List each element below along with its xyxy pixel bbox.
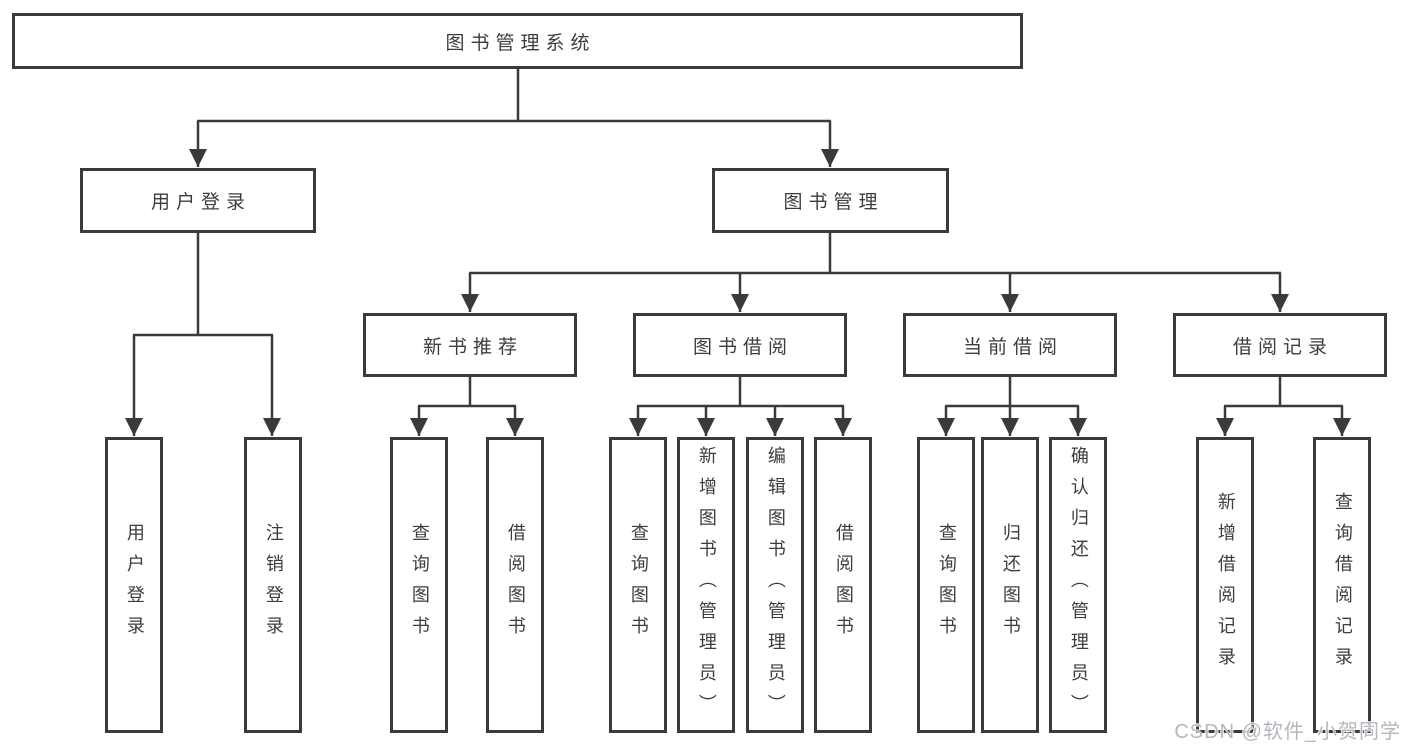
leaf-query-books-borrow: 查询图书	[609, 437, 667, 733]
leaf-confirm-return-admin: 确认归还（管理员）	[1049, 437, 1107, 733]
leaf-logout-label: 注销登录	[263, 523, 284, 647]
leaf-add-borrow-record-label: 新增借阅记录	[1215, 492, 1236, 678]
node-new-book-recommend-label: 新书推荐	[422, 336, 523, 358]
leaf-query-borrow-record: 查询借阅记录	[1313, 437, 1371, 733]
node-current-borrow-label: 当前借阅	[962, 336, 1063, 358]
leaf-borrow-books: 借阅图书	[814, 437, 872, 733]
node-book-management: 图书管理	[712, 168, 949, 233]
node-user-login-label: 用户登录	[150, 192, 251, 213]
arrow-drops	[125, 121, 1351, 436]
node-borrow-records-label: 借阅记录	[1232, 336, 1333, 358]
node-current-borrow: 当前借阅	[903, 313, 1117, 377]
leaf-confirm-return-admin-label: 确认归还（管理员）	[1068, 445, 1089, 725]
node-new-book-recommend: 新书推荐	[363, 313, 577, 377]
leaf-query-books-recommend: 查询图书	[390, 437, 448, 733]
node-library-system: 图书管理系统	[12, 13, 1023, 69]
node-book-management-label: 图书管理	[783, 192, 884, 213]
leaf-return-books-label: 归还图书	[1000, 523, 1021, 647]
node-borrow-records: 借阅记录	[1173, 313, 1387, 377]
node-book-borrow-label: 图书借阅	[692, 336, 793, 358]
leaf-borrow-books-label: 借阅图书	[833, 523, 854, 647]
leaf-query-books-current: 查询图书	[917, 437, 975, 733]
leaf-logout: 注销登录	[244, 437, 302, 733]
leaf-borrow-books-recommend-label: 借阅图书	[505, 523, 526, 647]
watermark-text: CSDN @软件_小贺同学	[1174, 721, 1401, 743]
leaf-add-borrow-record: 新增借阅记录	[1196, 437, 1254, 733]
node-book-borrow: 图书借阅	[633, 313, 847, 377]
leaf-query-books-current-label: 查询图书	[936, 523, 957, 647]
leaf-borrow-books-recommend: 借阅图书	[486, 437, 544, 733]
leaf-add-books-admin: 新增图书（管理员）	[677, 437, 735, 733]
connector-path	[133, 68, 1343, 408]
leaf-user-login: 用户登录	[105, 437, 163, 733]
leaf-edit-books-admin: 编辑图书（管理员）	[746, 437, 804, 733]
leaf-edit-books-admin-label: 编辑图书（管理员）	[765, 445, 786, 725]
node-user-login: 用户登录	[80, 168, 316, 233]
leaf-query-borrow-record-label: 查询借阅记录	[1332, 492, 1353, 678]
node-library-system-label: 图书管理系统	[445, 32, 596, 54]
leaf-return-books: 归还图书	[981, 437, 1039, 733]
leaf-user-login-label: 用户登录	[124, 523, 145, 647]
leaf-query-books-recommend-label: 查询图书	[409, 523, 430, 647]
leaf-add-books-admin-label: 新增图书（管理员）	[696, 445, 717, 725]
leaf-query-books-borrow-label: 查询图书	[628, 523, 649, 647]
